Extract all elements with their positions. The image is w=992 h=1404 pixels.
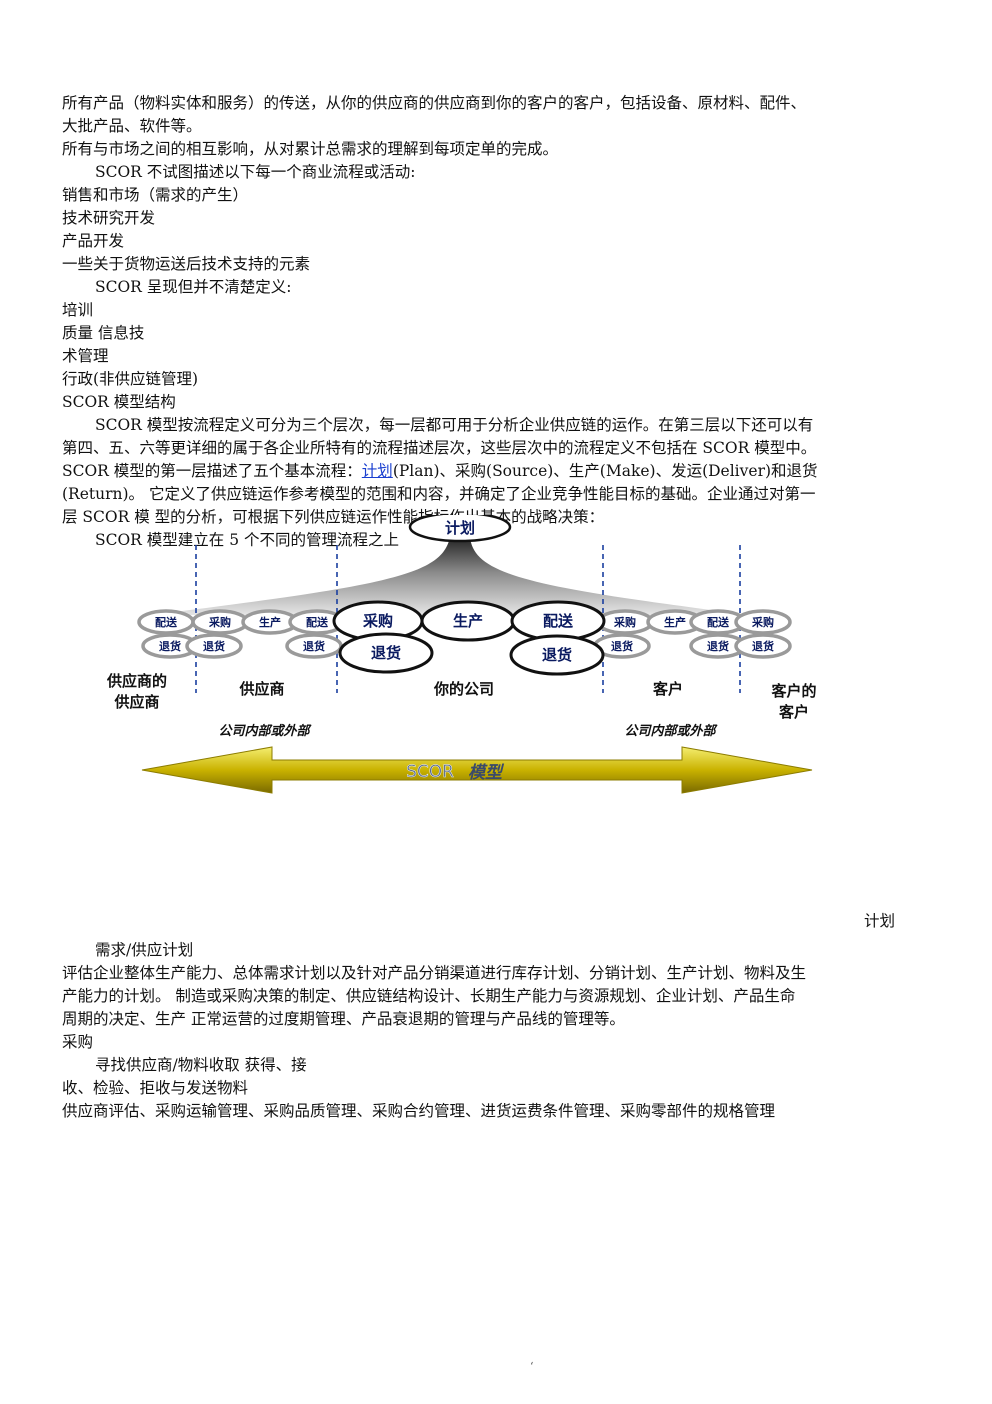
line-17-suffix: (Plan)、采购(Source)、生产(Make)、发运(Deliver)和退… [392, 462, 818, 480]
left-top-label-2: 采购 [208, 615, 231, 629]
right-bottom-label-1: 退货 [611, 639, 633, 653]
plan-para-line-3: 周期的决定、生产 正常运营的过度期管理、产品衰退期的管理与产品线的管理等。 [62, 1010, 625, 1028]
plan-node: 计划 [408, 515, 512, 543]
plan-label: 计划 [445, 519, 475, 537]
left-bottom-label-1: 退货 [159, 639, 181, 653]
core-return-left-label: 退货 [371, 644, 401, 662]
text-line-10: 培训 [62, 301, 94, 319]
right-top-label-2: 生产 [664, 615, 686, 629]
plan-para-line-2: 产能力的计划。 制造或采购决策的制定、供应链结构设计、长期生产能力与资源规划、企… [62, 987, 796, 1005]
plan-heading-right: 计划 [864, 912, 896, 930]
footer-mark: ‘ [530, 1360, 534, 1373]
text-line-12: 术管理 [62, 347, 109, 365]
left-chain-top: 配送 采购 生产 配送 [137, 609, 346, 635]
purchase-heading: 采购 [62, 1033, 94, 1051]
core-make-label: 生产 [453, 612, 483, 630]
internal-external-left: 公司内部或外部 [218, 723, 312, 739]
left-top-label-1: 配送 [155, 615, 178, 629]
arrow-label-model: 模型 [468, 763, 505, 783]
plan-para-line-1: 评估企业整体生产能力、总体需求计划以及针对产品分销渠道进行库存计划、分销计划、生… [62, 964, 807, 982]
text-line-14: SCOR 模型结构 [62, 393, 176, 411]
scor-model-diagram: 计划 配送 采购 生产 配送 退货 退货 退货 采购 生产 配送 采购 [106, 515, 817, 794]
text-line-8: 一些关于货物运送后技术支持的元素 [62, 255, 311, 273]
text-line-16: 第四、五、六等更详细的属于各企业所特有的流程描述层次，这些层次中的流程定义不包括… [62, 439, 817, 457]
text-line-4: SCOR 不试图描述以下每一个商业流程或活动: [95, 163, 416, 181]
text-line-5: 销售和市场（需求的产生） [62, 186, 249, 204]
core-deliver-label: 配送 [543, 612, 574, 630]
your-company-label: 你的公司 [433, 680, 494, 698]
right-chain-bottom: 退货 退货 退货 [593, 633, 792, 659]
find-supplier-line: 寻找供应商/物料收取 获得、接 [95, 1056, 307, 1074]
left-top-label-4: 配送 [306, 615, 329, 629]
text-line-17: SCOR 模型的第一层描述了五个基本流程：计划(Plan)、采购(Source)… [62, 460, 818, 482]
customer-of-customer-label-1: 客户的 [770, 682, 816, 700]
text-line-9: SCOR 呈现但并不清楚定义: [95, 278, 292, 296]
customer-label: 客户 [652, 680, 683, 698]
core-return-right-label: 退货 [542, 646, 572, 664]
customer-of-customer-label-2: 客户 [778, 703, 809, 721]
left-chain-bottom: 退货 退货 退货 [141, 633, 343, 659]
line-17-prefix: SCOR 模型的第一层描述了五个基本流程： [62, 462, 362, 480]
text-line-2: 大批产品、软件等。 [62, 117, 202, 135]
supplier-label: 供应商 [238, 680, 284, 698]
text-line-18: (Return)。 它定义了供应链运作参考模型的范围和内容，并确定了企业竞争性能… [62, 485, 816, 503]
plan-fan [150, 537, 750, 615]
right-top-label-4: 采购 [751, 615, 774, 629]
arrow-label-scor: SCOR [406, 762, 454, 782]
internal-external-right: 公司内部或外部 [624, 723, 718, 739]
right-top-label-3: 配送 [707, 615, 730, 629]
supplier-eval-line: 供应商评估、采购运输管理、采购品质管理、采购合约管理、进货运费条件管理、采购零部… [62, 1102, 776, 1120]
right-chain-top: 采购 生产 配送 采购 [596, 609, 792, 635]
text-line-20: SCOR 模型建立在 5 个不同的管理流程之上 [95, 531, 399, 549]
text-line-1: 所有产品（物料实体和服务）的传送，从你的供应商的供应商到你的客户的客户，包括设备… [62, 94, 807, 112]
core-source-label: 采购 [362, 612, 393, 630]
right-top-label-1: 采购 [613, 615, 636, 629]
core-chain: 采购 生产 配送 退货 退货 [332, 600, 606, 676]
left-top-label-3: 生产 [259, 615, 281, 629]
text-line-6: 技术研究开发 [62, 209, 156, 227]
right-bottom-label-3: 退货 [752, 639, 774, 653]
text-line-15: SCOR 模型按流程定义可分为三个层次，每一层都可用于分析企业供应链的运作。在第… [95, 416, 814, 434]
plan-link[interactable]: 计划 [361, 462, 393, 480]
supplier-of-supplier-label-1: 供应商的 [106, 672, 167, 690]
text-line-3: 所有与市场之间的相互影响，从对累计总需求的理解到每项定单的完成。 [62, 140, 559, 158]
receive-line: 收、检验、拒收与发送物料 [62, 1079, 249, 1097]
right-bottom-label-2: 退货 [707, 639, 729, 653]
left-bottom-label-3: 退货 [303, 639, 325, 653]
scor-arrow [141, 746, 813, 794]
text-line-13: 行政(非供应链管理) [62, 370, 199, 388]
supplier-of-supplier-label-2: 供应商 [113, 693, 159, 711]
left-bottom-label-2: 退货 [203, 639, 225, 653]
text-line-7: 产品开发 [62, 232, 125, 250]
text-line-11: 质量 信息技 [62, 324, 145, 342]
demand-supply-heading: 需求/供应计划 [95, 941, 194, 959]
